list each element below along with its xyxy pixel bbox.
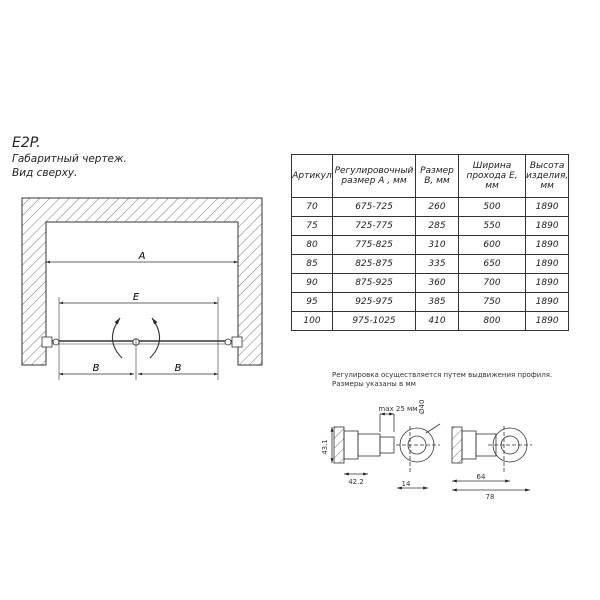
right-swing-arrow [149, 317, 161, 359]
note-line-2: Размеры указаны в мм [332, 380, 416, 388]
header-passage-width: Ширина прохода Е, мм [458, 154, 526, 198]
table-cell: 70 [291, 197, 333, 217]
table-row: 80 775-825 310 600 1890 [291, 235, 570, 255]
plan-view: A E B B [21, 197, 263, 380]
header-article: Артикул [291, 154, 333, 198]
table-cell: 600 [458, 235, 526, 255]
wall-hatch [21, 197, 263, 366]
profile-detail [330, 412, 532, 492]
title-line-1: Габаритный чертеж. [12, 153, 127, 165]
table-cell: 410 [415, 311, 459, 331]
drawing-title-block: E2P. Габаритный чертеж. Вид сверху. [12, 134, 127, 180]
table-cell: 725-775 [332, 216, 416, 236]
table-cell: 700 [458, 273, 526, 293]
table-cell: 875-925 [332, 273, 416, 293]
table-cell: 310 [415, 235, 459, 255]
dim-diameter-label: Ø40 [418, 400, 426, 414]
dim-e-label: E [133, 292, 140, 303]
dim-width-3-label: 64 [477, 473, 486, 481]
header-height: Высота изделия, мм [524, 154, 570, 198]
table-cell: 650 [458, 254, 526, 274]
table-cell: 1890 [524, 273, 570, 293]
adjustment-note: Регулировка осуществляется путем выдвиже… [332, 371, 552, 389]
table-cell: 260 [415, 197, 459, 217]
table-cell: 90 [291, 273, 333, 293]
dim-b-right-label: B [175, 363, 182, 374]
dimensions-table: Артикул Регулировочный размер А , мм Раз… [291, 154, 570, 331]
dim-max-label: max 25 мм [378, 405, 417, 413]
right-profile [224, 336, 243, 348]
table-cell: 360 [415, 273, 459, 293]
dim-width-2-label: 14 [402, 480, 411, 488]
table-cell: 85 [291, 254, 333, 274]
left-swing-arrow [111, 317, 123, 359]
title-line-2: Вид сверху. [12, 167, 78, 179]
model-code: E2P. [12, 135, 41, 151]
table-cell: 385 [415, 292, 459, 312]
left-profile [41, 336, 60, 348]
table-cell: 800 [458, 311, 526, 331]
header-adjust-size: Регулировочный размер А , мм [332, 154, 416, 198]
dim-width-4-label: 78 [486, 493, 495, 501]
table-row: 100 975-1025 410 800 1890 [291, 311, 570, 331]
table-row: 75 725-775 285 550 1890 [291, 216, 570, 236]
table-cell: 1890 [524, 216, 570, 236]
table-row: 95 925-975 385 750 1890 [291, 292, 570, 312]
table-header-row: Артикул Регулировочный размер А , мм Раз… [291, 154, 570, 198]
table-cell: 1890 [524, 311, 570, 331]
table-cell: 750 [458, 292, 526, 312]
dim-a-label: A [138, 251, 146, 262]
table-cell: 75 [291, 216, 333, 236]
table-cell: 80 [291, 235, 333, 255]
dim-height-label: 43.1 [321, 439, 329, 455]
table-cell: 335 [415, 254, 459, 274]
note-line-1: Регулировка осуществляется путем выдвиже… [332, 371, 553, 379]
table-cell: 100 [291, 311, 333, 331]
table-cell: 925-975 [332, 292, 416, 312]
dim-b-left-label: B [93, 363, 100, 374]
table-row: 90 875-925 360 700 1890 [291, 273, 570, 293]
table-cell: 1890 [524, 254, 570, 274]
table-cell: 1890 [524, 292, 570, 312]
table-cell: 825-875 [332, 254, 416, 274]
table-cell: 550 [458, 216, 526, 236]
table-row: 85 825-875 335 650 1890 [291, 254, 570, 274]
table-cell: 1890 [524, 197, 570, 217]
table-cell: 975-1025 [332, 311, 416, 331]
table-cell: 500 [458, 197, 526, 217]
detail-dimension-labels: max 25 мм Ø40 43.1 42.2 14 64 78 [321, 400, 494, 501]
dim-width-1-label: 42.2 [348, 478, 364, 486]
table-cell: 285 [415, 216, 459, 236]
table-cell: 775-825 [332, 235, 416, 255]
table-row: 70 675-725 260 500 1890 [291, 197, 570, 217]
table-cell: 675-725 [332, 197, 416, 217]
table-cell: 1890 [524, 235, 570, 255]
table-cell: 95 [291, 292, 333, 312]
header-size-b: Размер В, мм [415, 154, 459, 198]
